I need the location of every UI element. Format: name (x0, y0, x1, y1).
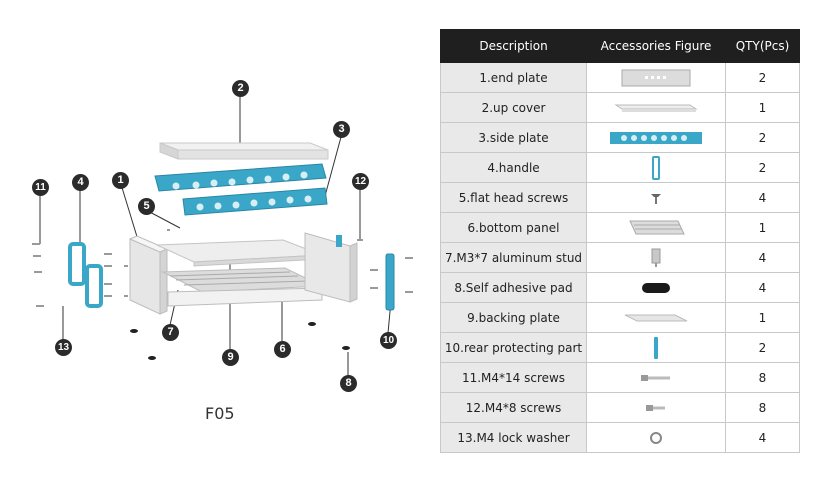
table-row: 6.bottom panel 1 (440, 212, 800, 243)
row-description: 4.handle (440, 152, 587, 183)
header-qty: QTY(Pcs) (725, 29, 800, 63)
callout-badge: 2 (232, 80, 249, 97)
table-row: 9.backing plate 1 (440, 302, 800, 333)
exploded-assembly-diagram (32, 97, 413, 376)
m4x14-screw-icon (641, 374, 670, 381)
bottom-panel-icon (629, 220, 685, 234)
row-qty: 4 (725, 182, 800, 213)
row-qty: 2 (725, 122, 800, 153)
table-header-row: Description Accessories Figure QTY(Pcs) (440, 29, 800, 63)
table-row: 7.M3*7 aluminum stud 4 (440, 242, 800, 273)
left-end-plate-part (128, 235, 169, 315)
row-description: 5.flat head screws (440, 182, 587, 213)
table-row: 3.side plate 2 (440, 122, 800, 153)
row-qty: 4 (725, 422, 800, 453)
row-description: 6.bottom panel (440, 212, 587, 243)
row-qty: 8 (725, 362, 800, 393)
bottom-panel-part (161, 267, 323, 307)
rear-protecting-part-icon (654, 336, 658, 359)
side-plates-part (154, 163, 328, 216)
row-qty: 4 (725, 272, 800, 303)
row-description: 13.M4 lock washer (440, 422, 587, 453)
adhesive-pad-icon (642, 282, 670, 293)
accessories-table: Description Accessories Figure QTY(Pcs) … (440, 29, 800, 453)
backing-plate-part (156, 239, 323, 267)
screws-scattered (32, 229, 413, 307)
row-qty: 2 (725, 332, 800, 363)
handles-part (68, 242, 103, 308)
callout-badge: 11 (32, 179, 49, 196)
row-description: 11.M4*14 screws (440, 362, 587, 393)
header-description: Description (440, 29, 587, 63)
right-end-plate-part (304, 232, 358, 303)
table-row: 13.M4 lock washer 4 (440, 422, 800, 453)
row-description: 10.rear protecting part (440, 332, 587, 363)
lock-washer-icon (650, 431, 662, 444)
row-qty: 1 (725, 302, 800, 333)
m4x8-screw-icon (646, 404, 665, 411)
handle-icon (652, 155, 660, 180)
table-row: 5.flat head screws 4 (440, 182, 800, 213)
callout-badge: 8 (340, 375, 357, 392)
rear-protecting-part (385, 253, 395, 311)
table-row: 10.rear protecting part 2 (440, 332, 800, 363)
row-qty: 1 (725, 212, 800, 243)
row-description: 8.Self adhesive pad (440, 272, 587, 303)
table-row: 2.up cover 1 (440, 92, 800, 123)
row-description: 3.side plate (440, 122, 587, 153)
up-cover-part (159, 142, 329, 160)
table-row: 4.handle 2 (440, 152, 800, 183)
row-description: 7.M3*7 aluminum stud (440, 242, 587, 273)
row-qty: 4 (725, 242, 800, 273)
up-cover-icon (614, 104, 698, 112)
backing-plate-icon (624, 314, 688, 321)
row-qty: 2 (725, 62, 800, 93)
aluminum-stud-icon (651, 248, 661, 267)
side-plate-icon (610, 131, 702, 144)
row-description: 1.end plate (440, 62, 587, 93)
row-description: 9.backing plate (440, 302, 587, 333)
table-row: 1.end plate 2 (440, 62, 800, 93)
callout-badge: 10 (380, 332, 397, 349)
row-qty: 8 (725, 392, 800, 423)
flat-head-screw-icon (651, 193, 661, 204)
callout-badge: 9 (222, 349, 239, 366)
row-description: 12.M4*8 screws (440, 392, 587, 423)
callout-badge: 7 (162, 324, 179, 341)
callout-badge: 5 (138, 198, 155, 215)
table-row: 8.Self adhesive pad 4 (440, 272, 800, 303)
table-row: 12.M4*8 screws 8 (440, 392, 800, 423)
callout-badge: 13 (55, 339, 72, 356)
callout-badge: 4 (72, 174, 89, 191)
header-accessories-figure: Accessories Figure (586, 29, 726, 63)
row-qty: 1 (725, 92, 800, 123)
table-row: 11.M4*14 screws 8 (440, 362, 800, 393)
callout-badge: 6 (274, 341, 291, 358)
row-description: 2.up cover (440, 92, 587, 123)
callout-badge: 12 (352, 173, 369, 190)
end-plate-icon (621, 69, 691, 86)
row-qty: 2 (725, 152, 800, 183)
model-label: F05 (205, 404, 235, 423)
adhesive-pads-scattered (130, 322, 350, 360)
callout-badge: 3 (333, 121, 350, 138)
callout-badge: 1 (112, 172, 129, 189)
